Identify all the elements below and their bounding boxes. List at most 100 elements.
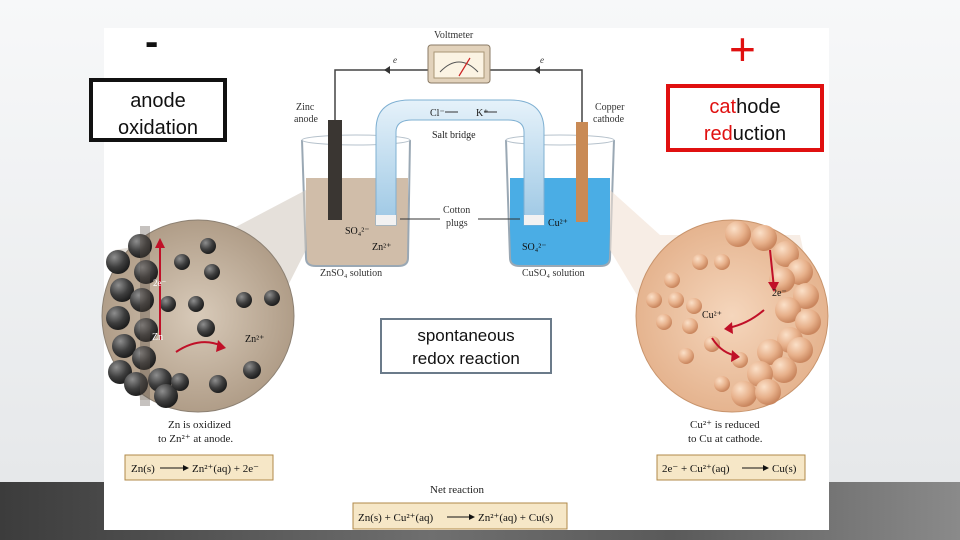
- cuso4-label: CuSO₄ solution: [522, 268, 585, 279]
- zinc-atom: [197, 319, 215, 337]
- zinc-atom: [124, 372, 148, 396]
- zinc-atom: [106, 306, 130, 330]
- svg-text:Zn(s) + Cu²⁺(aq): Zn(s) + Cu²⁺(aq): [358, 512, 434, 524]
- zinc-atom: [106, 250, 130, 274]
- left-caption-2: to Zn²⁺ at anode.: [158, 433, 233, 445]
- copper-atom: [757, 339, 783, 365]
- copper-atom: [795, 309, 821, 335]
- salt-bridge-label: Salt bridge: [432, 130, 476, 141]
- cathode-half-reaction: 2e⁻ + Cu²⁺(aq) Cu(s): [656, 454, 806, 481]
- copper-atom: [773, 241, 799, 267]
- zinc-atom: [200, 238, 216, 254]
- cotton-plugs-label-2: plugs: [446, 218, 468, 229]
- zinc-atom: [130, 288, 154, 312]
- svg-text:Zn²⁺(aq) + Cu(s): Zn²⁺(aq) + Cu(s): [478, 512, 554, 524]
- so4-left-label: SO₄²⁻: [345, 226, 370, 237]
- zinc-atom: [264, 290, 280, 306]
- salt-bridge: Cl⁻ K⁺ Salt bridge: [375, 99, 545, 226]
- zinc-atom: [171, 373, 189, 391]
- copper-atom: [755, 379, 781, 405]
- copper-atom: [656, 314, 672, 330]
- copper-atom: [714, 376, 730, 392]
- left-electrons-label: 2e⁻: [153, 278, 166, 288]
- zinc-atom: [160, 296, 176, 312]
- voltmeter-label: Voltmeter: [434, 30, 474, 41]
- right-caption-1: Cu²⁺ is reduced: [690, 419, 760, 431]
- zinc-atom: [236, 292, 252, 308]
- anode-label-box: anode oxidation: [89, 78, 227, 142]
- znso4-label: ZnSO₄ solution: [320, 268, 382, 279]
- copper-atom: [787, 337, 813, 363]
- zinc-atom: [188, 296, 204, 312]
- zn-atom-label: Zn: [152, 332, 163, 343]
- zinc-atom: [243, 361, 261, 379]
- zinc-atom: [134, 318, 158, 342]
- svg-text:2e⁻ + Cu²⁺(aq): 2e⁻ + Cu²⁺(aq): [662, 463, 730, 475]
- zinc-atom: [204, 264, 220, 280]
- redox-reaction-words: redox reaction: [412, 349, 520, 368]
- zinc-atom: [154, 384, 178, 408]
- external-circuit: e e: [334, 55, 583, 122]
- copper-atom: [704, 336, 720, 352]
- copper-atom: [731, 381, 757, 407]
- copper-atom: [664, 272, 680, 288]
- zinc-atom: [112, 334, 136, 358]
- reduction-word: reduction: [703, 123, 787, 145]
- zinc-atom: [174, 254, 190, 270]
- voltmeter-needle: [458, 57, 471, 77]
- spontaneous-word: spontaneous: [417, 326, 515, 345]
- right-electrons-label: 2e⁻: [772, 288, 787, 299]
- zinc-anode-label-1: Zinc: [296, 102, 315, 113]
- copper-atom: [646, 292, 662, 308]
- anode-half-reaction: Zn(s) Zn²⁺(aq) + 2e⁻: [124, 454, 274, 481]
- zinc-anode-label-2: anode: [294, 114, 318, 125]
- copper-atom: [714, 254, 730, 270]
- cathode-plus-sign: +: [729, 23, 756, 75]
- zinc-electrode: [328, 120, 342, 220]
- copper-atom: [751, 225, 777, 251]
- zn-ion-label: Zn²⁺: [372, 242, 391, 253]
- copper-atom: [668, 292, 684, 308]
- svg-text:Cu(s): Cu(s): [772, 463, 797, 475]
- spontaneous-redox-box: spontaneous redox reaction: [380, 318, 552, 374]
- net-reaction: Zn(s) + Cu²⁺(aq) Zn²⁺(aq) + Cu(s): [352, 502, 568, 530]
- electron-label-left: e: [393, 55, 397, 65]
- copper-atom: [793, 283, 819, 309]
- voltmeter: Voltmeter: [427, 30, 491, 84]
- left-caption-1: Zn is oxidized: [168, 419, 231, 431]
- net-reaction-title: Net reaction: [430, 484, 485, 496]
- zinc-atom: [110, 278, 134, 302]
- svg-text:Zn²⁺(aq) + 2e⁻: Zn²⁺(aq) + 2e⁻: [192, 463, 259, 475]
- copper-cathode-label-1: Copper: [595, 102, 625, 113]
- copper-atom: [692, 254, 708, 270]
- so4-right-label: SO₄²⁻: [522, 242, 547, 253]
- cotton-plugs-label-1: Cotton: [443, 205, 470, 216]
- cl-ion-label: Cl⁻: [430, 108, 445, 119]
- zn-ion-zoom-label: Zn²⁺: [245, 334, 264, 345]
- copper-atom: [686, 298, 702, 314]
- copper-atom: [678, 348, 694, 364]
- zinc-atom: [128, 234, 152, 258]
- anode-word: anode: [130, 90, 186, 112]
- cu-ion-label: Cu²⁺: [548, 218, 568, 229]
- anode-zoom-circle: 2e⁻ Zn Zn²⁺: [101, 219, 295, 413]
- cathode-label-box: cathode reduction: [666, 84, 824, 152]
- cu-ion-zoom-label: Cu²⁺: [702, 310, 722, 321]
- svg-text:Zn(s): Zn(s): [131, 463, 155, 475]
- k-ion-label: K⁺: [476, 108, 489, 119]
- copper-atom: [725, 221, 751, 247]
- zinc-atom: [132, 346, 156, 370]
- copper-electrode: [576, 122, 588, 222]
- right-caption-2: to Cu at cathode.: [688, 433, 763, 445]
- zinc-atom: [209, 375, 227, 393]
- anode-minus-sign: -: [145, 20, 159, 64]
- electron-label-right: e: [540, 55, 544, 65]
- copper-atom: [682, 318, 698, 334]
- copper-atom: [775, 297, 801, 323]
- oxidation-word: oxidation: [117, 117, 199, 139]
- cathode-zoom-circle: 2e⁻ Cu²⁺: [635, 219, 829, 413]
- cathode-word: cathode: [709, 96, 781, 118]
- zinc-atom: [134, 260, 158, 284]
- copper-cathode-label-2: cathode: [593, 114, 625, 125]
